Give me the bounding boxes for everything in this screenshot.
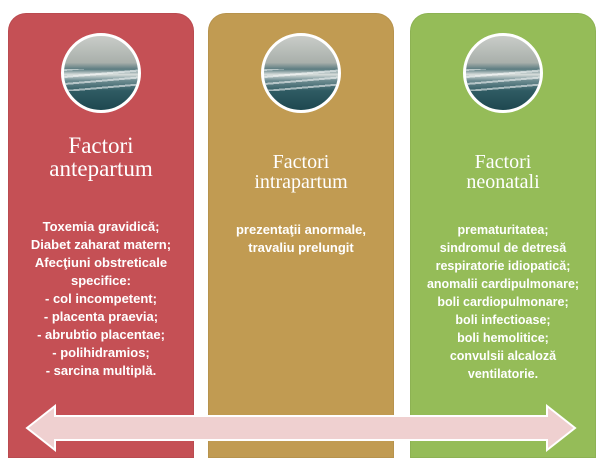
- factor-item: specifice:: [10, 272, 192, 290]
- factor-item: prezentaţii anormale,: [210, 221, 392, 239]
- factor-item: ventilatorie.: [412, 365, 594, 383]
- sea-photo-thumbnail: [61, 33, 141, 113]
- factor-list: prematuritatea; sindromul de detresă res…: [412, 221, 594, 383]
- factor-item: travaliu prelungit: [210, 239, 392, 257]
- sea-photo-thumbnail: [463, 33, 543, 113]
- title-line: Factori: [8, 134, 194, 157]
- sea-photo-thumbnail: [261, 33, 341, 113]
- arrow-shape: [27, 406, 575, 450]
- factor-item: Diabet zaharat matern;: [10, 236, 192, 254]
- factor-item: boli cardiopulmonare;: [412, 293, 594, 311]
- panel-title: Factori neonatali: [410, 152, 596, 192]
- factor-item: Afecţiuni obstreticale: [10, 254, 192, 272]
- panel-title: Factori antepartum: [8, 134, 194, 180]
- title-line: Factori: [208, 152, 394, 172]
- panel-intrapartum: Factori intrapartum prezentaţii anormale…: [208, 13, 394, 458]
- factor-item: - sarcina multiplă.: [10, 362, 192, 380]
- factor-item: boli infectioase;: [412, 311, 594, 329]
- factor-list: prezentaţii anormale, travaliu prelungit: [210, 221, 392, 257]
- factor-item: boli hemolitice;: [412, 329, 594, 347]
- title-line: neonatali: [410, 172, 596, 192]
- factor-item: - polihidramios;: [10, 344, 192, 362]
- double-headed-arrow-icon: [25, 404, 577, 452]
- panel-antepartum: Factori antepartum Toxemia gravidică; Di…: [8, 13, 194, 458]
- factor-item: respiratorie idiopatică;: [412, 257, 594, 275]
- factor-list: Toxemia gravidică; Diabet zaharat matern…: [10, 218, 192, 380]
- factor-item: convulsii alcaloză: [412, 347, 594, 365]
- factor-item: Toxemia gravidică;: [10, 218, 192, 236]
- factor-item: sindromul de detresă: [412, 239, 594, 257]
- factor-item: - placenta praevia;: [10, 308, 192, 326]
- title-line: Factori: [410, 152, 596, 172]
- factor-item: anomalii cardipulmonare;: [412, 275, 594, 293]
- panel-neonatali: Factori neonatali prematuritatea; sindro…: [410, 13, 596, 458]
- title-line: antepartum: [8, 157, 194, 180]
- factor-item: prematuritatea;: [412, 221, 594, 239]
- panel-title: Factori intrapartum: [208, 152, 394, 192]
- title-line: intrapartum: [208, 172, 394, 192]
- factor-item: - abrubtio placentae;: [10, 326, 192, 344]
- factor-item: - col incompetent;: [10, 290, 192, 308]
